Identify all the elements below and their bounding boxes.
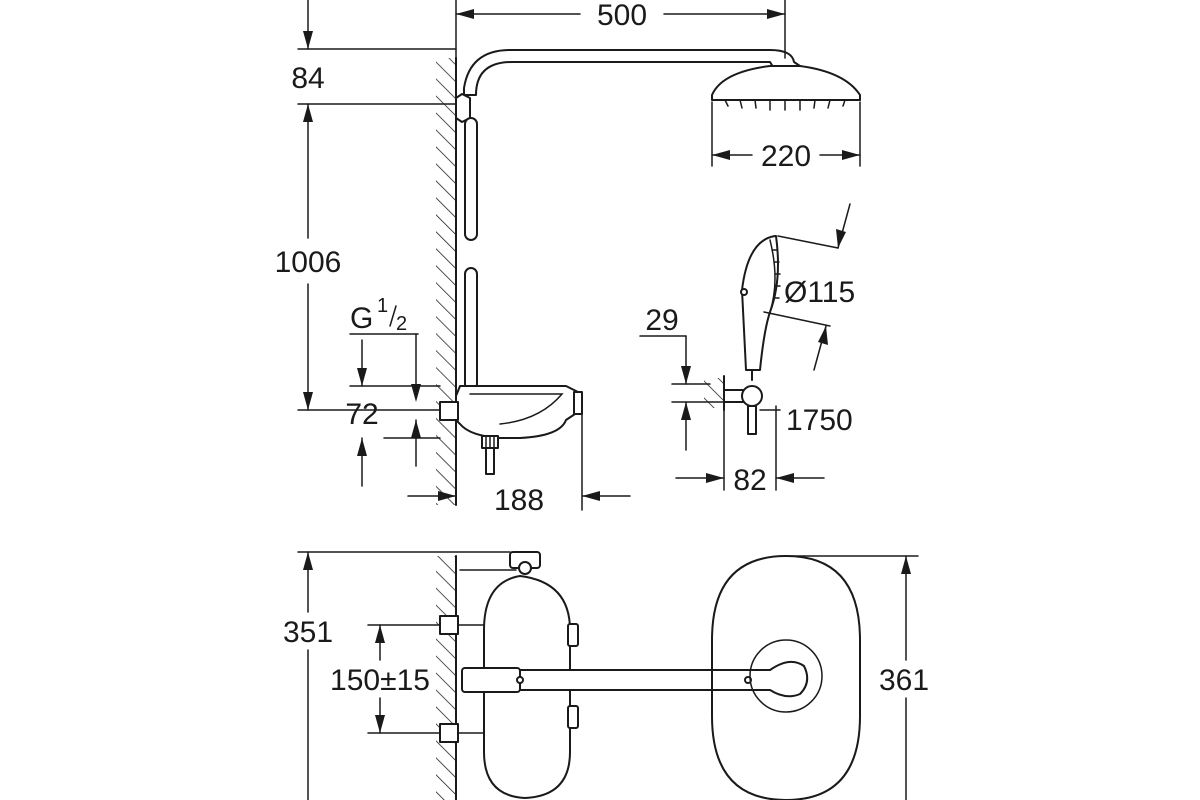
dim-220-label: 220 — [761, 140, 811, 173]
dim-82-arrow-right — [776, 473, 794, 483]
front-arm-screw-left — [516, 676, 524, 684]
thermostat-front-knob-upper — [567, 623, 579, 647]
front-view: 351 150±15 361 — [283, 551, 929, 800]
shower-head-front — [711, 555, 861, 800]
dim-500-arrow-left — [456, 9, 474, 19]
thread-label-den: 2 — [396, 313, 407, 335]
inlet-lower — [439, 723, 459, 743]
hand-shower-head — [741, 235, 779, 371]
dim-72-arrow-top — [357, 368, 367, 386]
thermostat-body — [455, 385, 579, 439]
hand-shower-button — [740, 288, 748, 296]
dim-84-label: 84 — [291, 62, 324, 95]
thermostat-front-cap-dot — [518, 561, 532, 575]
dim-115-label: Ø115 — [784, 276, 855, 309]
dim-82-label: 82 — [733, 464, 766, 497]
dim-361-arrow-top — [901, 556, 911, 574]
dim-72-arrow-bottom-2 — [411, 420, 421, 438]
hose-outlet — [485, 447, 495, 475]
dim-29-arrow-top — [681, 366, 691, 384]
thread-leader-arrow — [411, 384, 421, 402]
dim-115-arrow-bottom — [818, 326, 828, 345]
hose-outlet-ribs — [485, 435, 495, 449]
dim-150-arrow-bottom — [375, 715, 385, 733]
thread-label-slash — [389, 305, 397, 327]
riser-pipe-lower — [464, 267, 478, 391]
dim-188-label: 188 — [494, 484, 544, 517]
dim-115-ext-bottom — [763, 311, 831, 327]
shower-arm — [463, 49, 805, 96]
dim-500-label: 500 — [597, 0, 647, 32]
dim-1750-label: 1750 — [786, 404, 853, 437]
side-view: 500 84 1006 220 G 1 2 — [275, 0, 861, 517]
dim-72-arrow-bottom — [357, 438, 367, 456]
dim-500-arrow-right — [767, 9, 785, 19]
holder-shaft — [747, 405, 757, 435]
dim-361-label: 361 — [879, 664, 929, 697]
dim-220-arrow-right — [842, 150, 860, 160]
inlet-upper — [439, 615, 459, 635]
hand-shower-face — [769, 239, 776, 313]
dim-1006-arrow-top — [303, 104, 313, 122]
thermostat-knob — [573, 391, 583, 415]
dim-351-label: 351 — [283, 616, 333, 649]
thermostat-front-knob-lower — [567, 705, 579, 729]
dim-220-arrow-left — [712, 150, 730, 160]
dim-188-arrow-right — [582, 491, 600, 501]
dim-82-arrow-left — [706, 473, 724, 483]
dim-188-arrow-left — [438, 491, 456, 501]
front-arm-clamp — [461, 667, 521, 693]
dim-351-arrow-top — [303, 552, 313, 570]
dim-1006-label: 1006 — [275, 246, 342, 279]
dim-84-arrow-top — [303, 31, 313, 49]
shower-head-nozzles — [724, 99, 846, 111]
thread-label-num: 1 — [377, 295, 388, 317]
dim-29-label: 29 — [645, 304, 678, 337]
dim-150-arrow-top — [375, 625, 385, 643]
riser-pipe-upper — [464, 117, 478, 241]
holder-knob — [741, 385, 763, 407]
dim-115-arrow-top — [836, 229, 846, 248]
wall-hatch-side — [436, 58, 456, 505]
dim-29-arrow-bottom — [681, 402, 691, 420]
head-center-ring — [749, 639, 823, 713]
shower-head — [711, 65, 861, 101]
hand-shower-nozzles — [771, 249, 781, 299]
dim-115-ext-top — [777, 235, 839, 249]
dim-1006-arrow-bottom — [303, 392, 313, 410]
thermostat-shelf-line — [469, 393, 564, 425]
front-arm — [519, 660, 809, 698]
wall-hatch-front — [436, 556, 456, 800]
dim-150-label: 150±15 — [330, 664, 430, 697]
wall-connector — [439, 401, 459, 421]
dim-72-label: 72 — [345, 398, 378, 431]
holder-wall-hatch — [704, 378, 724, 408]
thread-label-g: G — [350, 302, 373, 335]
